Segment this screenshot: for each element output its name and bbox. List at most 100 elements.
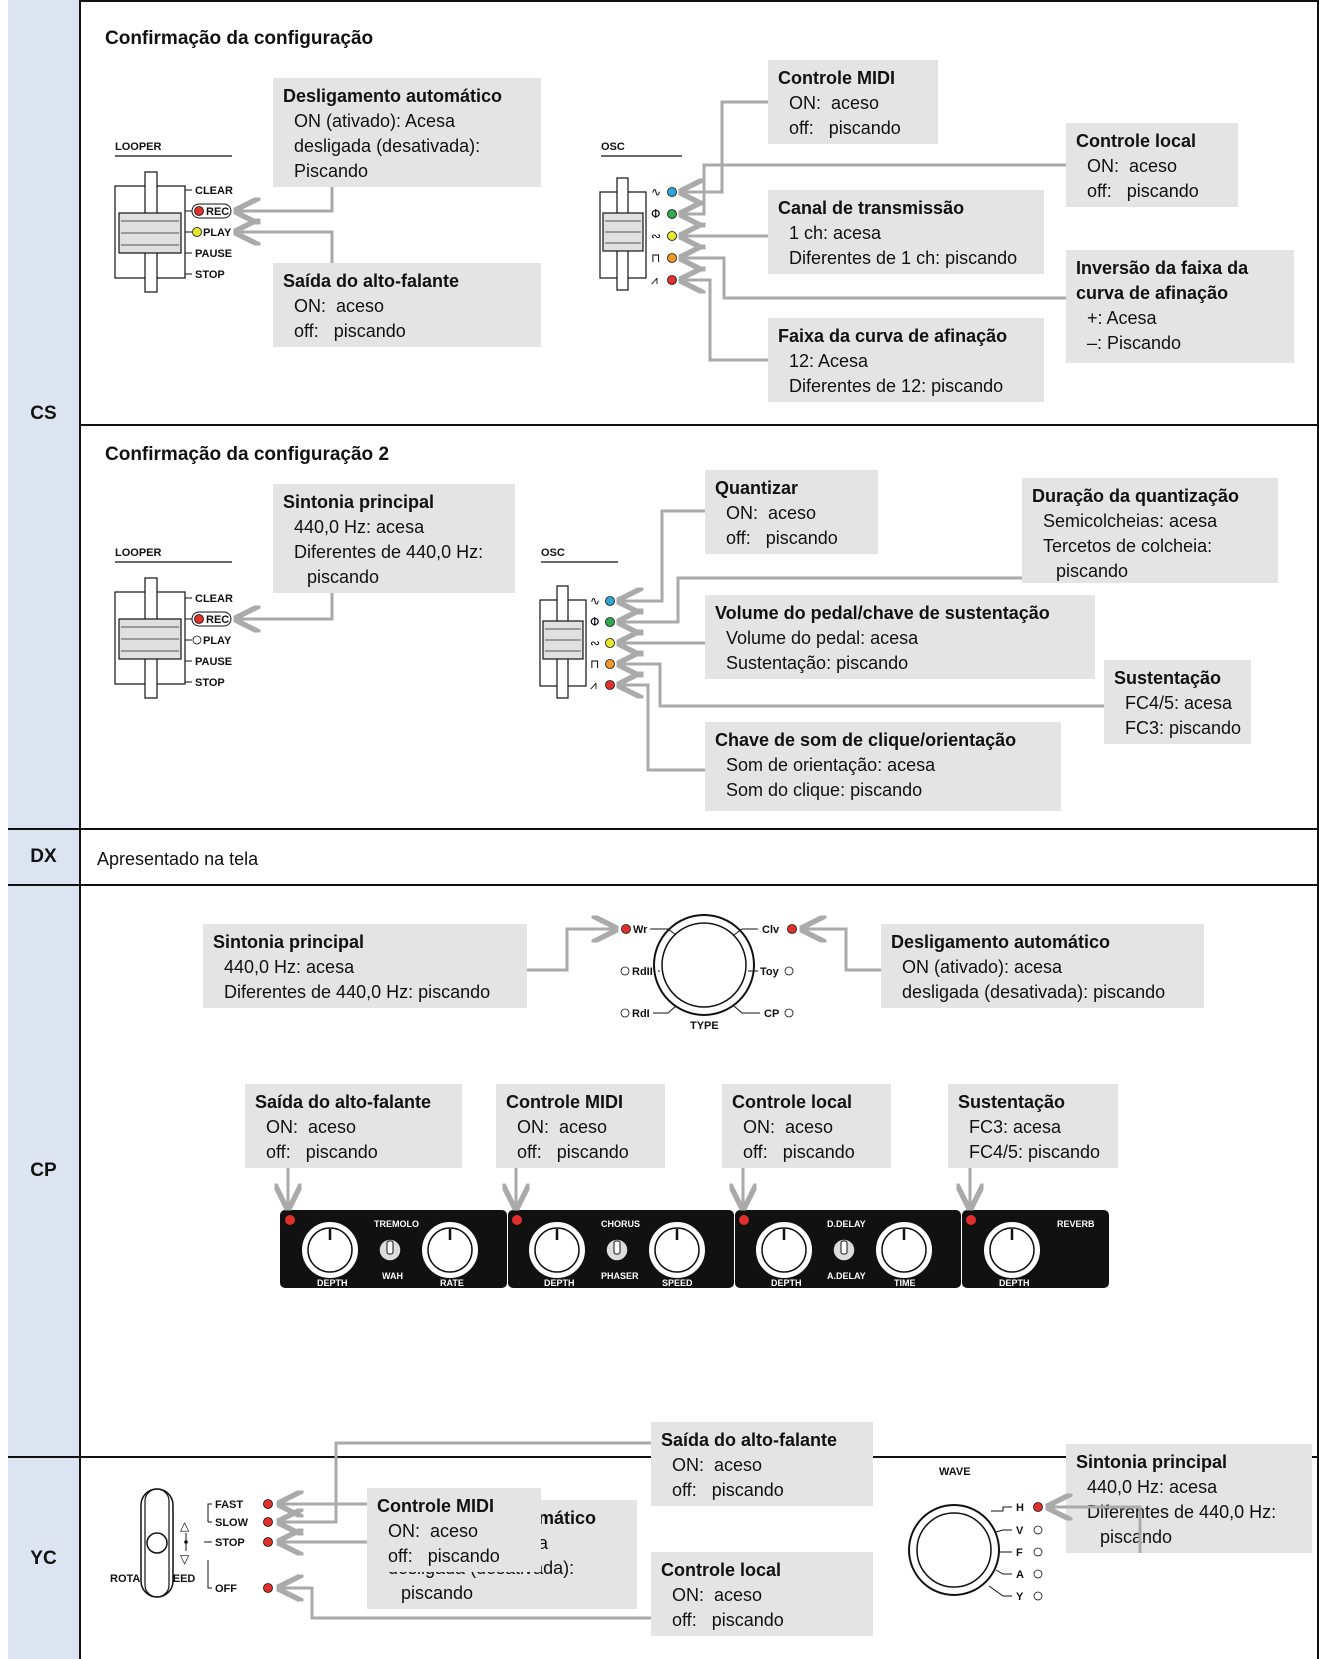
box-line: 440,0 Hz: acesa — [224, 957, 355, 977]
play-led — [192, 227, 202, 237]
led-orange — [605, 659, 615, 669]
box-line: off: piscando — [726, 528, 838, 548]
led-blue — [667, 187, 677, 197]
led-reverb — [966, 1215, 976, 1225]
panel-label: TREMOLO — [374, 1219, 419, 1229]
osc-title: OSC — [601, 141, 625, 153]
box-title: Quantizar — [715, 478, 799, 498]
yc-master-tune-box: Sintonia principal 440,0 Hz: acesa Difer… — [1066, 1444, 1312, 1553]
box-title: Sintonia principal — [1076, 1452, 1228, 1472]
box-line: ON: aceso — [388, 1521, 479, 1541]
panel-label: D.DELAY — [827, 1219, 866, 1229]
cs2-section-title: Confirmação da configuração 2 — [105, 444, 390, 465]
panel-label: REVERB — [1057, 1219, 1095, 1229]
box-line: piscando — [307, 567, 380, 587]
box-title: Saída do alto-falante — [661, 1430, 838, 1450]
led-delay — [739, 1215, 749, 1225]
panel-label: SPEED — [662, 1278, 693, 1288]
sawtooth-icon: ⩘ — [651, 273, 658, 287]
box-title: Chave de som de clique/orientação — [715, 730, 1017, 750]
looper-label: PAUSE — [195, 248, 232, 260]
cs2-master-tune-box: Sintonia principal 440,0 Hz: acesa Difer… — [273, 484, 515, 593]
ring-icon: Φ — [651, 207, 660, 221]
led-yellow — [605, 638, 615, 648]
box-line: ON: aceso — [1087, 156, 1178, 176]
box-line: Diferentes de 440,0 Hz: — [294, 542, 484, 562]
led-off — [263, 1583, 273, 1593]
cs-midi-box: Controle MIDI ON: aceso off: piscando — [768, 60, 938, 144]
box-line: ON: aceso — [266, 1117, 357, 1137]
box-line: Tercetos de colcheia: — [1043, 536, 1213, 556]
box-title: curva de afinação — [1076, 283, 1229, 303]
saw-wave-icon: ∿ — [651, 185, 661, 199]
box-title: Desligamento automático — [891, 932, 1111, 952]
box-line: ON: aceso — [517, 1117, 608, 1137]
looper-label: STOP — [195, 677, 225, 689]
panel-label: A.DELAY — [827, 1271, 866, 1281]
cp-master-tune-box: Sintonia principal 440,0 Hz: acesa Difer… — [203, 924, 527, 1008]
cs-local-box: Controle local ON: aceso off: piscando — [1066, 123, 1238, 207]
type-label: CP — [764, 1008, 779, 1020]
box-line: piscando — [401, 1583, 474, 1603]
cp-type-knob: Wr RdII RdI Clv Toy CP TYPE — [620, 914, 797, 1032]
cp-auto-off-box: Desligamento automático ON (ativado): ac… — [881, 924, 1204, 1008]
box-line: Volume do pedal: acesa — [726, 628, 919, 648]
type-label: Wr — [633, 924, 648, 936]
panel-label: DEPTH — [999, 1278, 1030, 1288]
box-title: Controle local — [1076, 131, 1197, 151]
box-line: Piscando — [294, 161, 369, 181]
led-wr — [621, 924, 631, 934]
row-label-cp: CP — [8, 886, 81, 1456]
cs2-osc-slider: OSC ∿ Φ ∾ ⊓ ⩘ — [539, 547, 618, 699]
box-title: Desligamento automático — [283, 86, 503, 106]
wave-label: A — [1016, 1569, 1024, 1581]
row-label-yc: YC — [8, 1458, 81, 1659]
up-triangle-icon: △ — [180, 1519, 190, 1533]
box-line: off: piscando — [789, 118, 901, 138]
led-clv — [787, 924, 797, 934]
panel-label: DEPTH — [771, 1278, 802, 1288]
looper-title: LOOPER — [115, 547, 162, 559]
rotary-speed-switch-main: △ ▽ FAST SLOW STOP OFF — [140, 1488, 273, 1598]
led-h — [1033, 1502, 1043, 1512]
box-line: FC3: piscando — [1125, 718, 1242, 738]
rotary-label: OFF — [215, 1583, 237, 1595]
wave-knob: WAVE H V F A Y — [908, 1466, 1043, 1603]
looper-label: PLAY — [203, 635, 232, 647]
box-line: desligada (desativada): piscando — [902, 982, 1166, 1002]
looper-label: REC — [206, 614, 229, 626]
box-line: 440,0 Hz: acesa — [1087, 1477, 1218, 1497]
box-line: ON: aceso — [789, 93, 880, 113]
rec-led — [194, 614, 204, 624]
box-line: desligada (desativada): — [294, 136, 481, 156]
cs-auto-off-box: Desligamento automático ON (ativado): Ac… — [273, 78, 541, 187]
box-title: Sintonia principal — [283, 492, 435, 512]
box-line: off: piscando — [517, 1142, 629, 1162]
box-line: FC4/5: piscando — [969, 1142, 1101, 1162]
type-label: Clv — [762, 924, 780, 936]
box-line: Som de orientação: acesa — [726, 755, 936, 775]
box-line: piscando — [1100, 1527, 1173, 1547]
box-line: Semicolcheias: acesa — [1043, 511, 1218, 531]
box-title: Sustentação — [958, 1092, 1066, 1112]
table-top-border — [8, 0, 1319, 2]
box-title: Controle MIDI — [778, 68, 895, 88]
box-title: Saída do alto-falante — [283, 271, 460, 291]
square-icon: ⊓ — [590, 657, 599, 671]
type-label: RdI — [632, 1008, 650, 1020]
yc-midi-box: Controle MIDI ON: aceso off: piscando — [367, 1488, 541, 1572]
box-line: FC4/5: acesa — [1125, 693, 1233, 713]
row-label-dx: DX — [8, 830, 81, 884]
box-line: off: piscando — [294, 321, 406, 341]
cs-pb-invert-box: Inversão da faixa da curva de afinação +… — [1066, 250, 1294, 363]
cs2-looper-slider: LOOPER CLEAR REC PLAY PAUSE STOP — [114, 547, 233, 699]
cs-channel-box: Canal de transmissão 1 ch: acesa Diferen… — [768, 190, 1044, 274]
box-line: piscando — [1056, 561, 1129, 581]
rotary-label: STOP — [215, 1537, 245, 1549]
box-line: 440,0 Hz: acesa — [294, 517, 425, 537]
wave-title: WAVE — [939, 1466, 971, 1478]
cs2-pedal-box: Volume do pedal/chave de sustentação Vol… — [705, 595, 1095, 679]
rotary-label: SLOW — [215, 1517, 249, 1529]
box-line: ON: aceso — [672, 1455, 763, 1475]
